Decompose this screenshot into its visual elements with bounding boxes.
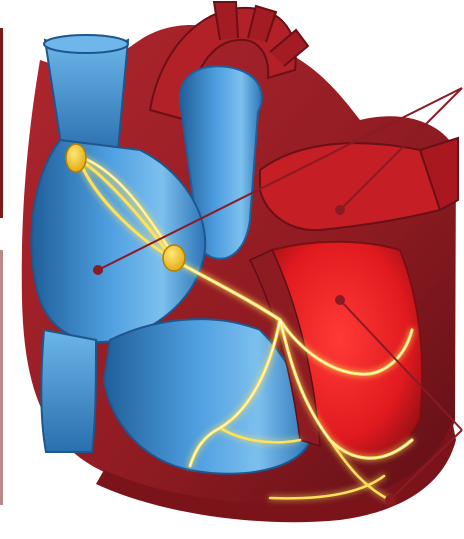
left-frame-edge-lower bbox=[0, 250, 3, 505]
callout-dot-left-atrium bbox=[336, 206, 344, 214]
left-frame-edge bbox=[0, 28, 3, 218]
callout-dot-ventricle-wall bbox=[386, 496, 394, 504]
inferior-vena-cava bbox=[41, 330, 96, 452]
sa-node bbox=[66, 144, 86, 172]
callout-dot-right-atrium bbox=[94, 266, 102, 274]
svc-opening bbox=[44, 35, 128, 53]
left-atrium bbox=[260, 143, 440, 230]
av-node bbox=[163, 245, 185, 271]
callout-dot-left-ventricle bbox=[336, 296, 344, 304]
